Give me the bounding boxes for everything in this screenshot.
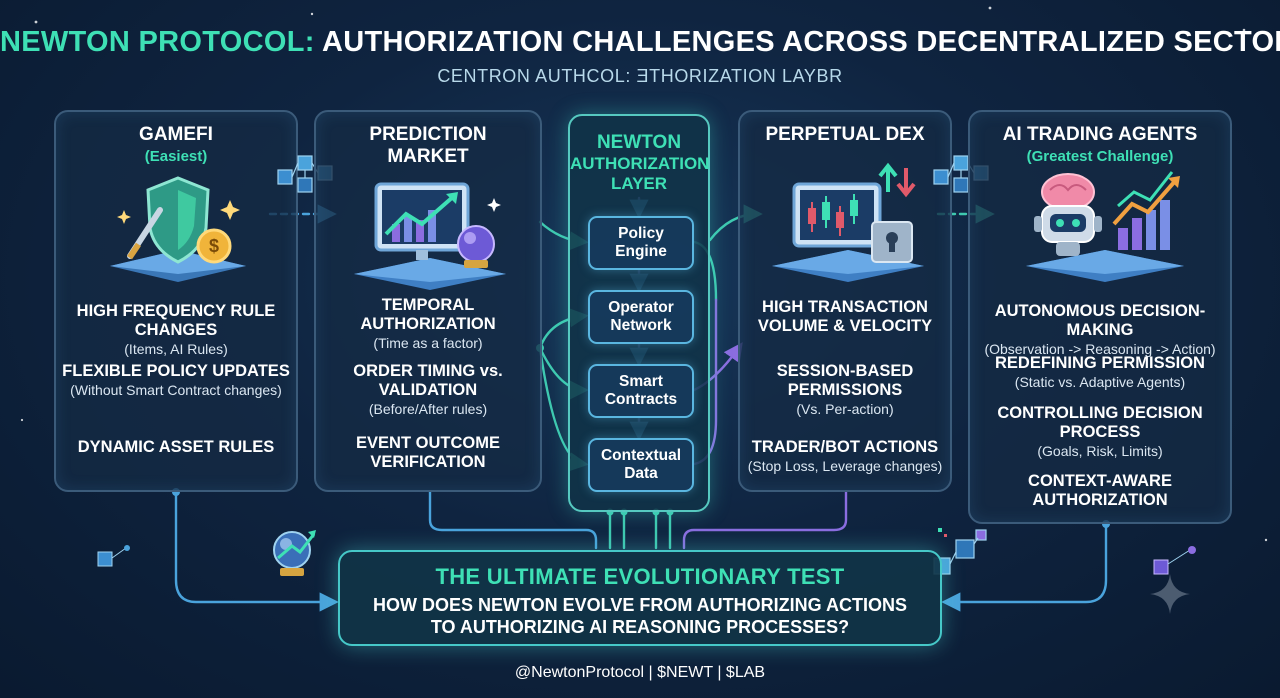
agents-title: AI TRADING AGENTS <box>1002 124 1198 145</box>
panel-perpetual-dex: PERPETUAL DEX HIGH TRANSACTION VOLUME & … <box>738 110 952 492</box>
agents-item-3: CONTROLLING DECISION PROCESS (Goals, Ris… <box>997 404 1203 459</box>
monitor-chart-crystal-ball-icon <box>354 182 506 290</box>
candlestick-vault-icon <box>772 162 924 282</box>
footer-handles: @NewtonProtocol | $NEWT | $LAB <box>514 664 766 681</box>
panel-gamefi: GAMEFI (Easiest) $ HIGH FREQUENCY RULE C… <box>54 110 298 492</box>
prediction-title-1: PREDICTION <box>369 124 487 145</box>
panel-prediction-market: PREDICTION MARKET TEMPORAL AUTHORIZATION… <box>314 110 542 492</box>
center-title-2: AUTHORIZATION <box>570 154 710 173</box>
title-rest: AUTHORIZATION CHALLENGES ACROSS DECENTRA… <box>321 26 1280 58</box>
agents-item-4: CONTEXT-AWARE AUTHORIZATION <box>1028 472 1172 509</box>
gamefi-item-2: FLEXIBLE POLICY UPDATES (Without Smart C… <box>62 362 290 398</box>
svg-text:$: $ <box>209 236 219 256</box>
shield-sword-coin-icon: $ <box>110 176 246 282</box>
prediction-item-1: TEMPORAL AUTHORIZATION (Time as a factor… <box>360 296 496 351</box>
prediction-item-3: EVENT OUTCOME VERIFICATION <box>356 434 500 471</box>
perpetual-item-3: TRADER/BOT ACTIONS (Stop Loss, Leverage … <box>747 438 943 474</box>
panel-ai-trading-agents: AI TRADING AGENTS (Greatest Challenge) A… <box>968 110 1232 524</box>
perpetual-item-2: SESSION-BASED PERMISSIONS (Vs. Per-actio… <box>776 362 914 417</box>
sparkle-icon <box>1150 574 1190 614</box>
gamefi-item-3: DYNAMIC ASSET RULES <box>77 438 275 456</box>
gamefi-item-1: HIGH FREQUENCY RULE CHANGES (Items, AI R… <box>76 302 276 357</box>
agents-tag: (Greatest Challenge) <box>1026 148 1174 165</box>
gamefi-tag: (Easiest) <box>144 148 208 165</box>
prediction-item-2: ORDER TIMING vs. VALIDATION (Before/Afte… <box>353 362 503 417</box>
center-title-1: NEWTON <box>596 132 682 153</box>
title-accent: NEWTON PROTOCOL: <box>0 26 315 58</box>
page-subtitle: CENTRON AUTHCOL: ƎTHORIZATION LAYBR <box>437 66 843 86</box>
ultimate-test-question: HOW DOES NEWTON EVOLVE FROM AUTHORIZING … <box>373 595 907 637</box>
perpetual-item-1: HIGH TRANSACTION VOLUME & VELOCITY <box>757 298 933 335</box>
robot-brain-chart-icon <box>1026 171 1184 282</box>
crystal-ball-icon <box>273 530 316 576</box>
agents-item-2: REDEFINING PERMISSION (Static vs. Adapti… <box>995 354 1205 390</box>
ultimate-test-box: THE ULTIMATE EVOLUTIONARY TEST HOW DOES … <box>338 550 942 646</box>
page-title: NEWTON PROTOCOL: AUTHORIZATION CHALLENGE… <box>0 26 1280 59</box>
center-title-3: LAYER <box>610 174 668 193</box>
gamefi-title: GAMEFI <box>139 124 213 145</box>
ultimate-test-title: THE ULTIMATE EVOLUTIONARY TEST <box>435 564 845 589</box>
agents-item-1: AUTONOMOUS DECISION-MAKING (Observation … <box>984 302 1216 357</box>
cube-icon-left <box>97 545 130 567</box>
perpetual-title: PERPETUAL DEX <box>765 124 925 145</box>
prediction-title-2: MARKET <box>387 146 469 167</box>
cube-icon-right <box>1153 546 1196 575</box>
